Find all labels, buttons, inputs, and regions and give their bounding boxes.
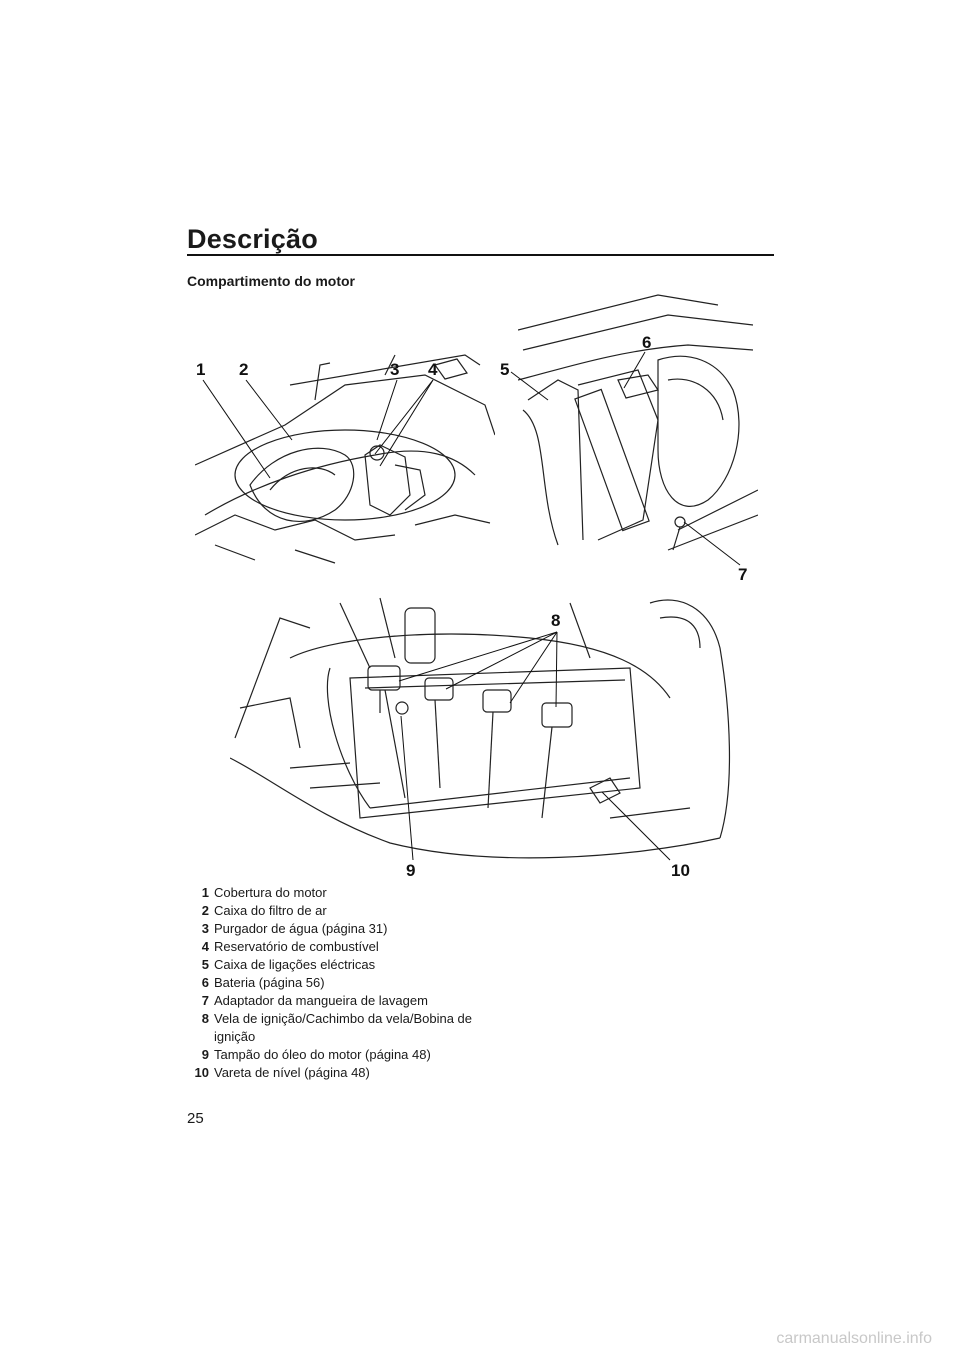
page-title: Descrição [187,224,318,254]
figure-engine-top [230,588,740,870]
callout-5: 5 [500,360,510,379]
callout-3: 3 [390,360,400,379]
title-rule [187,254,774,256]
callout-2: 2 [239,360,249,379]
callout-10: 10 [671,861,690,880]
callout-9: 9 [406,861,416,880]
figure-battery [518,290,758,555]
callout-4: 4 [428,360,438,379]
callout-6: 6 [642,333,652,352]
page-number: 25 [187,1110,204,1127]
callout-8: 8 [551,611,561,630]
section-subtitle: Compartimento do motor [187,273,355,289]
callout-1: 1 [196,360,206,379]
watermark: carmanualsonline.info [776,1330,932,1347]
callout-7: 7 [738,565,748,584]
figure-engine-cover [195,345,495,565]
